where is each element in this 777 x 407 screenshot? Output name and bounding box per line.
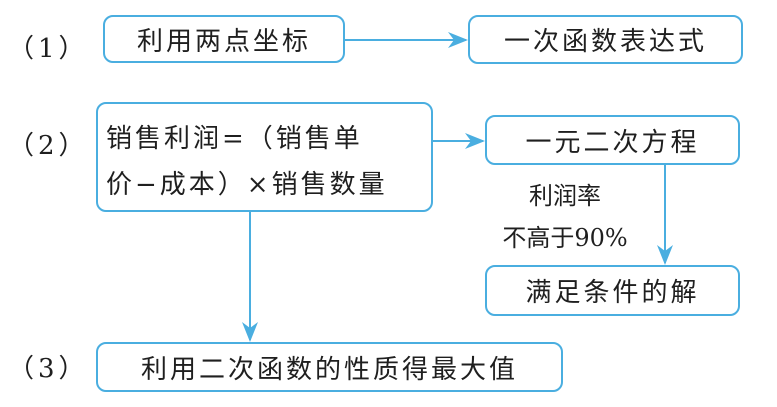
box-two-points: 利用两点坐标 — [103, 15, 345, 63]
condition-line1: 利润率 — [529, 182, 601, 210]
profit-formula-line2: 价−成本）×销售数量 — [106, 170, 388, 200]
box-max-value: 利用二次函数的性质得最大值 — [96, 342, 563, 392]
step-label-2: （2） — [8, 131, 89, 161]
box-quadratic-equation: 一元二次方程 — [485, 115, 740, 165]
condition-line2: 不高于90% — [502, 224, 628, 252]
box-valid-solution: 满足条件的解 — [485, 265, 740, 316]
step-label-3: （3） — [8, 354, 89, 384]
box-linear-expression: 一次函数表达式 — [468, 15, 743, 64]
box-profit-formula: 销售利润=（销售单 价−成本）×销售数量 — [96, 102, 433, 212]
profit-formula-line1: 销售利润=（销售单 — [106, 124, 363, 154]
step-label-1: （1） — [8, 34, 89, 64]
